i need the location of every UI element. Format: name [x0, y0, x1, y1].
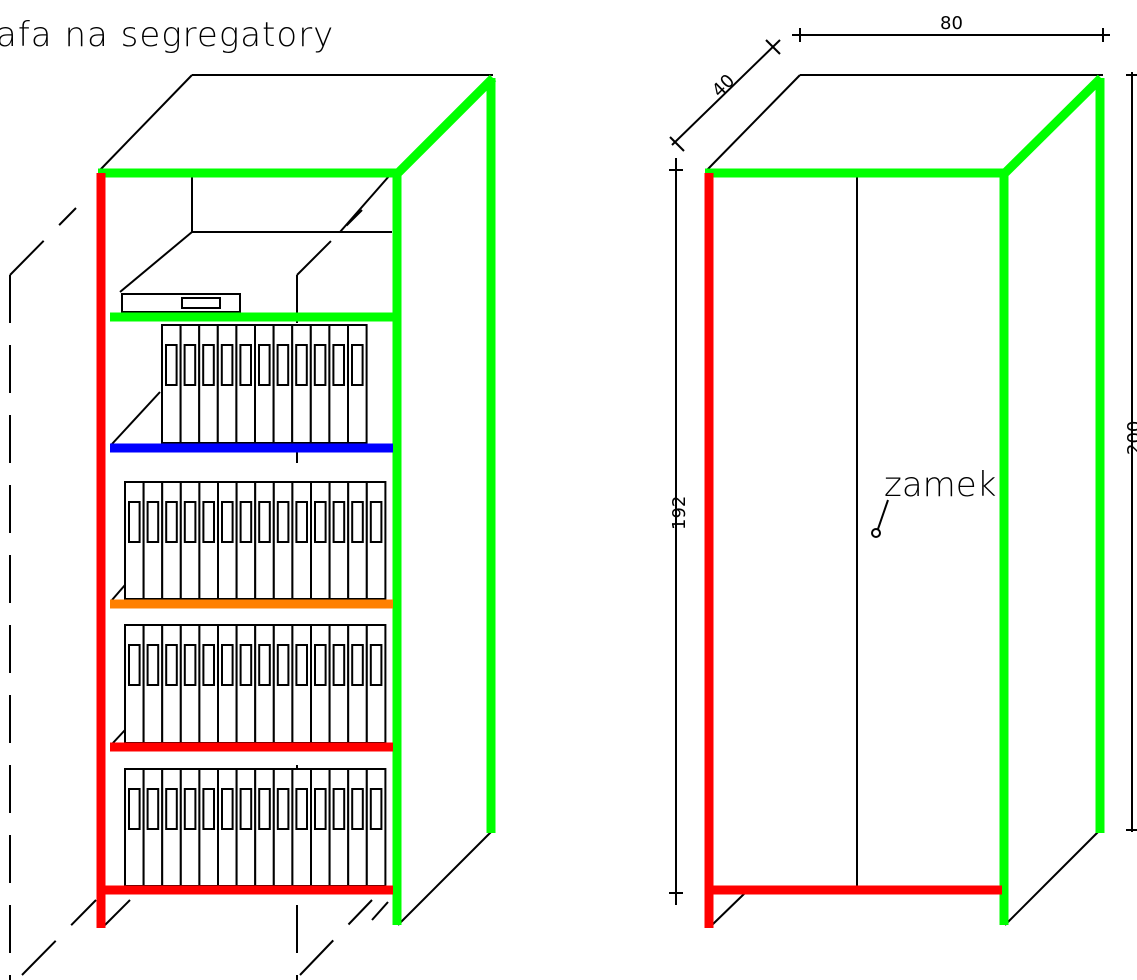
depth-dim-line — [671, 39, 781, 146]
binder-label — [202, 644, 215, 686]
binder-group — [124, 324, 387, 887]
closed-cabinet — [706, 74, 1103, 926]
binder-label — [165, 788, 178, 830]
binder-label — [165, 344, 178, 386]
binder-label — [165, 501, 178, 543]
binder-label — [221, 501, 234, 543]
binder-label — [239, 788, 253, 830]
printer-box — [121, 293, 241, 313]
dimension-lines — [669, 28, 1137, 905]
binder-label — [369, 501, 383, 543]
binder-label — [183, 344, 197, 386]
binder-label — [183, 501, 197, 543]
binder-label — [276, 644, 290, 686]
binder-label — [202, 788, 215, 830]
binder-label — [146, 788, 160, 830]
binder-label — [146, 501, 160, 543]
binder-label — [146, 644, 160, 686]
lock-callout — [871, 499, 889, 538]
open-cabinet-frame — [96, 74, 497, 928]
binder-label — [202, 501, 215, 543]
binder-label — [313, 344, 327, 386]
binder-label — [369, 644, 383, 686]
closed-top-left-diag — [706, 74, 801, 171]
inner-height-dim-label: 192 — [669, 496, 690, 530]
binder-label — [128, 501, 141, 543]
binder-label — [221, 644, 234, 686]
binder-label — [351, 788, 364, 830]
top-left-diagonal — [99, 74, 193, 171]
closed-cabinet-frame — [704, 74, 1105, 928]
binder-label — [295, 788, 308, 830]
closed-bottom-right-diag — [1004, 829, 1101, 926]
top-right-beam — [394, 74, 497, 177]
binder-label — [276, 788, 290, 830]
binder-label — [332, 344, 345, 386]
binder-label — [295, 501, 308, 543]
binder-label — [351, 644, 364, 686]
top-shelf-diag — [119, 231, 193, 293]
lock-leader-line — [877, 499, 889, 530]
binder-label — [314, 788, 327, 830]
lock-icon — [871, 528, 881, 538]
binder-label — [258, 501, 271, 543]
binder-label — [369, 788, 383, 830]
shelf4-diag — [111, 729, 126, 745]
bottom-right-diag — [397, 829, 494, 926]
binder-label — [332, 501, 346, 543]
binder-label — [239, 644, 253, 686]
binder-label — [351, 501, 364, 543]
shelf3-diag — [111, 584, 126, 601]
binder-label — [202, 344, 215, 386]
binder-label — [258, 788, 271, 830]
binder-label — [332, 644, 346, 686]
binder-label — [295, 344, 308, 386]
drawing-title: afa na segregatory — [0, 15, 334, 55]
binder-label — [221, 788, 234, 830]
open-cabinet — [99, 74, 494, 926]
binder-label — [258, 344, 271, 386]
binder-label — [351, 344, 364, 386]
closed-bottom-left-diag — [711, 892, 746, 926]
shelf2-diag — [111, 391, 161, 445]
depth-dim-label: 40 — [708, 70, 739, 101]
binder-label — [258, 644, 271, 686]
binder-label — [332, 788, 346, 830]
binder-label — [183, 644, 197, 686]
binder-label — [183, 788, 197, 830]
binder-label — [128, 644, 141, 686]
closed-top-right-beam — [1001, 74, 1105, 177]
width-dim-label: 80 — [940, 13, 963, 34]
lock-label: zamek — [884, 465, 996, 505]
binder-label — [165, 644, 178, 686]
binder-label — [128, 788, 141, 830]
binder-label — [314, 644, 327, 686]
binder-label — [220, 344, 234, 386]
binder-label — [239, 344, 252, 386]
binder-label — [239, 501, 253, 543]
bottom-mid-diag — [371, 901, 389, 921]
binder-label — [276, 344, 290, 386]
binder-label — [314, 501, 327, 543]
bottom-left-diag — [104, 899, 131, 926]
binder-label — [276, 501, 290, 543]
total-height-dim-label: 200 — [1124, 421, 1137, 455]
binder-label — [295, 644, 308, 686]
